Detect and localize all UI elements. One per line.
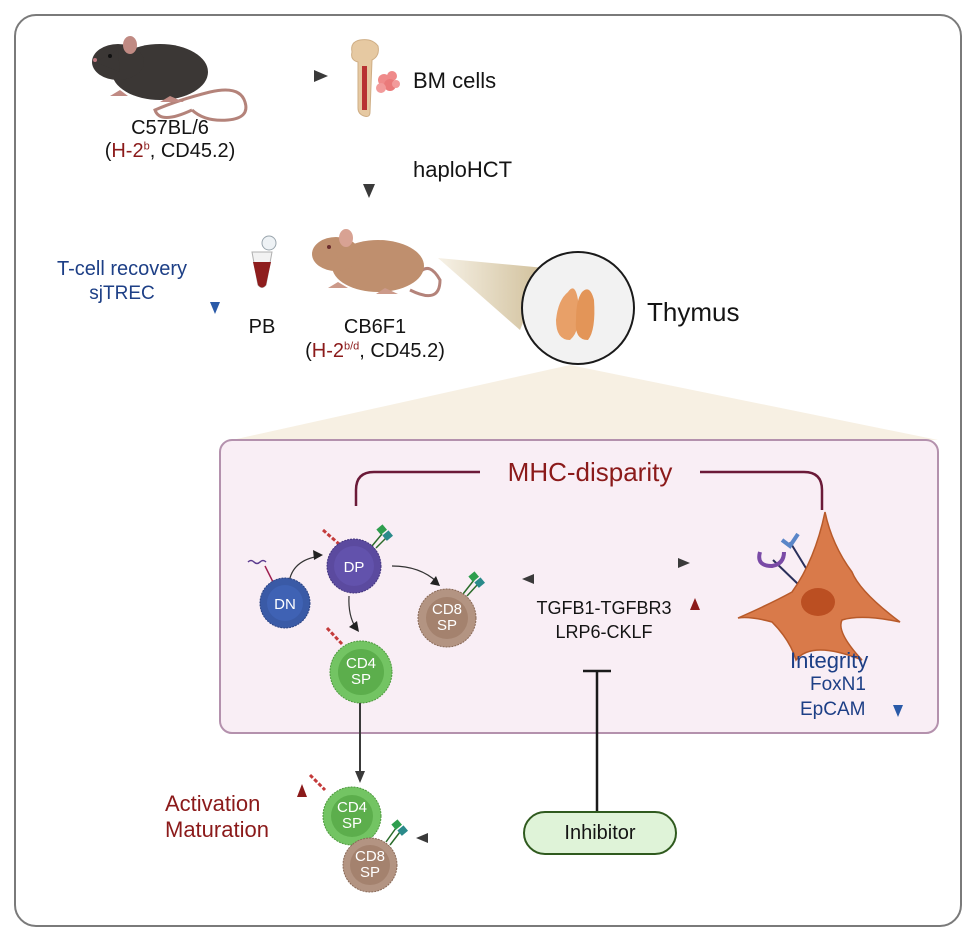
recipient-mouse-icon: [312, 229, 442, 298]
donor-genotype-label: (H-2b, CD45.2): [104, 140, 236, 162]
recipient-genotype-label: (H-2b/d, CD45.2): [305, 340, 445, 362]
svg-text:DN: DN: [274, 596, 296, 613]
pb-tube-icon: [251, 235, 277, 288]
dp-cell: DP: [322, 524, 393, 594]
donor-mouse-icon: [92, 36, 248, 122]
svg-text:SP: SP: [351, 671, 371, 688]
haplohct-label: haploHCT: [413, 157, 513, 182]
thymus-magnifier: [521, 251, 635, 365]
thymic-epithelial-cell: [737, 511, 901, 662]
tec-foxn1-label: FoxN1: [810, 674, 866, 695]
peripheral-cd4-sp-cell: CD4 SP: [308, 773, 382, 846]
bm-cells-label: BM cells: [413, 68, 497, 93]
cd8-sp-cell: CD8 SP: [417, 571, 485, 648]
mhc-disparity-label: MHC-disparity: [507, 457, 673, 487]
inhibitor-box: Inhibitor: [523, 811, 677, 855]
thymus-organ-icon: [556, 288, 579, 340]
tec-integrity-label: Integrity: [790, 648, 869, 673]
svg-text:SP: SP: [342, 815, 362, 832]
svg-text:CD8: CD8: [432, 601, 462, 618]
sjtrec-label: sjTREC: [89, 283, 155, 304]
maturation-label: Maturation: [165, 817, 269, 842]
thymus-label: Thymus: [647, 297, 740, 327]
svg-text:SP: SP: [437, 617, 457, 634]
bone-marrow-icon: [351, 39, 379, 117]
outer-frame: [14, 14, 962, 927]
svg-text:SP: SP: [360, 864, 380, 881]
cd4-sp-cell: CD4 SP: [325, 626, 393, 704]
activation-label: Activation: [165, 791, 261, 816]
tec-epcam-label: EpCAM: [800, 699, 866, 720]
svg-text:DP: DP: [344, 559, 365, 576]
dn-cell: DN: [247, 559, 311, 629]
svg-text:CD4: CD4: [346, 655, 376, 672]
donor-strain-label: C57BL/6: [131, 117, 209, 139]
zoom-beam-top: [438, 258, 545, 330]
inhibitor-label: Inhibitor: [564, 821, 636, 844]
mhc-bracket-right: [700, 470, 824, 510]
bm-cells-cluster-icon: [376, 71, 400, 93]
recipient-strain-label: CB6F1: [343, 316, 407, 338]
pb-label: PB: [248, 316, 276, 338]
mhc-bracket-left: [354, 470, 480, 506]
signaling-pair-2-label: LRP6-CKLF: [555, 622, 653, 642]
signaling-pair-1-label: TGFB1-TGFBR3: [536, 598, 672, 618]
tcell-recovery-label: T-cell recovery: [56, 258, 188, 280]
peripheral-cd8-sp-cell: CD8 SP: [342, 819, 408, 893]
zoom-beam-bottom: [232, 365, 938, 440]
svg-text:CD8: CD8: [355, 848, 385, 865]
svg-text:CD4: CD4: [337, 799, 367, 816]
thymus-detail-panel: [219, 439, 939, 734]
